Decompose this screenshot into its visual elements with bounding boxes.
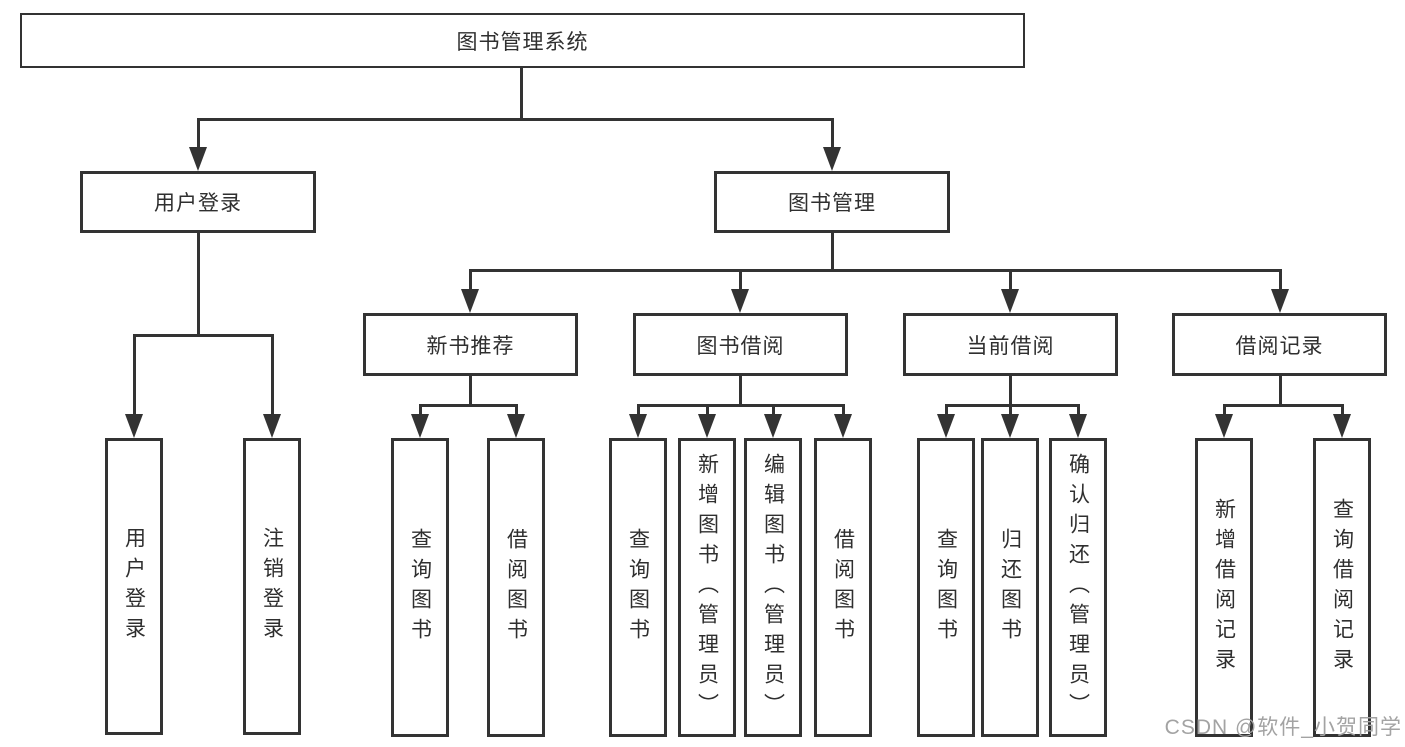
connector-line (1223, 404, 1226, 416)
connector-line (637, 404, 640, 416)
leaf-logout: 注销登录 (243, 438, 301, 735)
arrow-down-icon (1069, 414, 1087, 438)
connector-line (831, 233, 834, 272)
connector-line (197, 118, 200, 148)
leaf-newbook-borrow-book-label: 借阅图书 (504, 527, 528, 648)
leaf-current-confirm-return-admin: 确认归还（管理员） (1049, 438, 1107, 737)
arrow-down-icon (507, 414, 525, 438)
arrow-down-icon (411, 414, 429, 438)
connector-line (469, 376, 472, 407)
node-book-management: 图书管理 (714, 171, 950, 233)
arrow-down-icon (1001, 289, 1019, 313)
connector-line (1077, 404, 1080, 416)
leaf-record-add-borrow-record: 新增借阅记录 (1195, 438, 1253, 737)
leaf-logout-label: 注销登录 (260, 526, 284, 647)
connector-line (831, 118, 834, 148)
arrow-down-icon (629, 414, 647, 438)
connector-line (1009, 269, 1012, 291)
leaf-borrowing-borrow-book-label: 借阅图书 (831, 527, 855, 648)
arrow-down-icon (937, 414, 955, 438)
leaf-borrowing-edit-book-admin-label: 编辑图书（管理员） (761, 452, 785, 723)
node-current-borrowing-label: 当前借阅 (966, 334, 1055, 358)
connector-line (739, 376, 742, 407)
arrow-down-icon (823, 147, 841, 171)
leaf-record-add-borrow-record-label: 新增借阅记录 (1212, 497, 1236, 678)
connector-line (133, 334, 274, 337)
arrow-down-icon (764, 414, 782, 438)
arrow-down-icon (731, 289, 749, 313)
leaf-current-query-book-label: 查询图书 (934, 527, 958, 648)
connector-line (739, 269, 742, 291)
watermark-text: CSDN @软件_小贺同学 (1164, 716, 1402, 739)
connector-line (772, 404, 775, 416)
connector-line (945, 404, 1080, 407)
connector-line (419, 404, 518, 407)
connector-line (197, 233, 200, 336)
connector-line (419, 404, 422, 416)
leaf-current-confirm-return-admin-label: 确认归还（管理员） (1066, 452, 1090, 723)
arrow-down-icon (189, 147, 207, 171)
node-book-borrowing-label: 图书借阅 (696, 334, 785, 358)
leaf-newbook-borrow-book: 借阅图书 (487, 438, 545, 737)
leaf-record-query-borrow-record-label: 查询借阅记录 (1330, 497, 1354, 678)
leaf-borrowing-add-book-admin-label: 新增图书（管理员） (695, 452, 719, 723)
leaf-current-query-book: 查询图书 (917, 438, 975, 737)
node-root: 图书管理系统 (20, 13, 1025, 68)
arrow-down-icon (125, 414, 143, 438)
arrow-down-icon (1001, 414, 1019, 438)
node-borrowing-records: 借阅记录 (1172, 313, 1387, 376)
leaf-borrowing-query-book-label: 查询图书 (626, 527, 650, 648)
arrow-down-icon (1333, 414, 1351, 438)
connector-line (945, 404, 948, 416)
node-borrowing-records-label: 借阅记录 (1235, 334, 1324, 358)
leaf-current-return-book-label: 归还图书 (998, 527, 1022, 648)
arrow-down-icon (1271, 289, 1289, 313)
node-current-borrowing: 当前借阅 (903, 313, 1118, 376)
leaf-newbook-query-book-label: 查询图书 (408, 527, 432, 648)
leaf-borrowing-edit-book-admin: 编辑图书（管理员） (744, 438, 802, 737)
arrow-down-icon (834, 414, 852, 438)
arrow-down-icon (1215, 414, 1233, 438)
connector-line (1223, 404, 1344, 407)
connector-line (469, 269, 1282, 272)
arrow-down-icon (698, 414, 716, 438)
connector-line (1279, 269, 1282, 291)
connector-line (1009, 404, 1012, 416)
connector-line (1341, 404, 1344, 416)
node-user-login-label: 用户登录 (154, 192, 242, 215)
leaf-borrowing-query-book: 查询图书 (609, 438, 667, 737)
leaf-user-login: 用户登录 (105, 438, 163, 735)
node-book-management-label: 图书管理 (788, 192, 876, 215)
arrow-down-icon (263, 414, 281, 438)
connector-line (842, 404, 845, 416)
connector-line (520, 67, 523, 120)
leaf-borrowing-add-book-admin: 新增图书（管理员） (678, 438, 736, 737)
node-book-borrowing: 图书借阅 (633, 313, 848, 376)
connector-line (271, 334, 274, 416)
node-user-login: 用户登录 (80, 171, 316, 233)
leaf-newbook-query-book: 查询图书 (391, 438, 449, 737)
connector-line (197, 118, 834, 121)
node-new-book-recommendation: 新书推荐 (363, 313, 578, 376)
leaf-current-return-book: 归还图书 (981, 438, 1039, 737)
leaf-user-login-label: 用户登录 (122, 526, 146, 647)
connector-line (469, 269, 472, 291)
connector-line (133, 334, 136, 416)
connector-line (637, 404, 845, 407)
node-new-book-recommendation-label: 新书推荐 (426, 334, 515, 358)
arrow-down-icon (461, 289, 479, 313)
connector-line (706, 404, 709, 416)
node-root-label: 图书管理系统 (456, 30, 589, 54)
leaf-borrowing-borrow-book: 借阅图书 (814, 438, 872, 737)
connector-line (1009, 376, 1012, 407)
connector-line (515, 404, 518, 416)
connector-line (1279, 376, 1282, 407)
leaf-record-query-borrow-record: 查询借阅记录 (1313, 438, 1371, 737)
